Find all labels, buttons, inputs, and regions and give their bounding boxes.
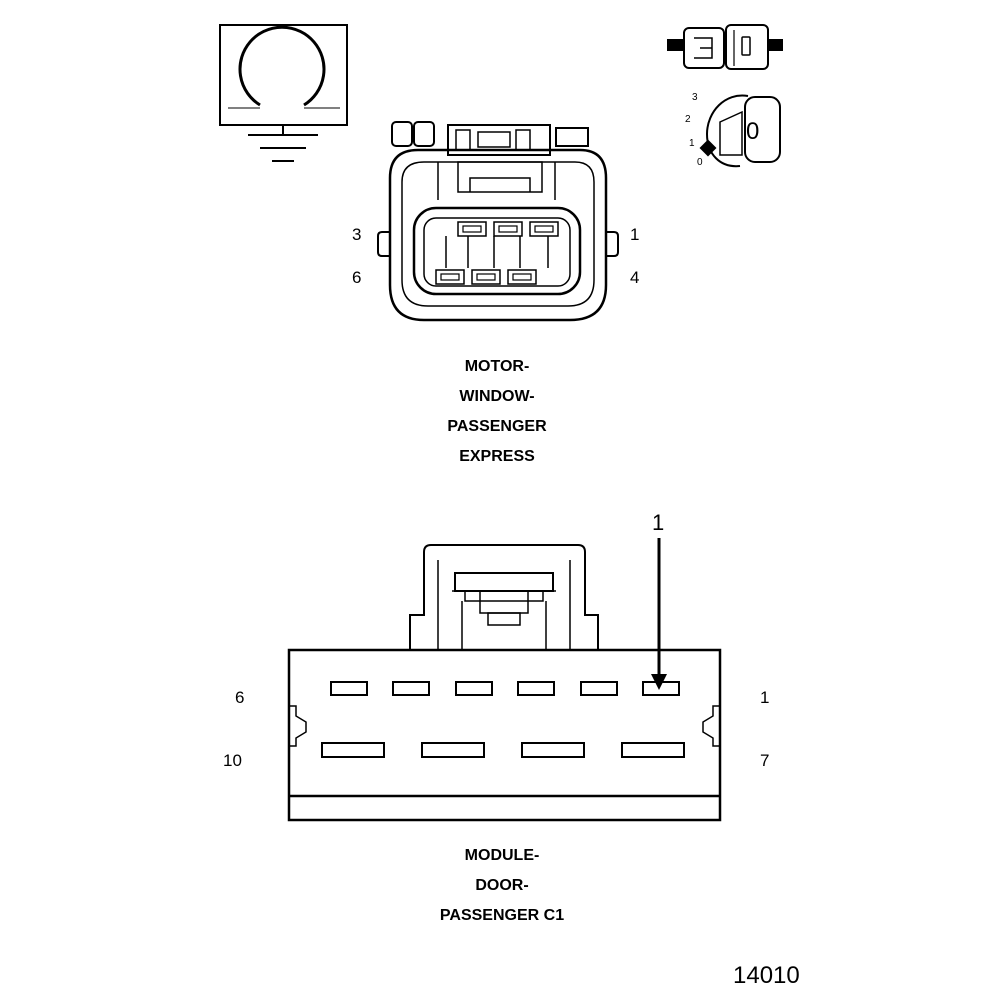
motor-window-connector	[377, 121, 619, 322]
connector-half-icon	[667, 24, 783, 70]
module-pin-label-1: 1	[760, 688, 770, 707]
title-line: DOOR-	[475, 877, 529, 894]
key-label: 0	[746, 118, 760, 145]
key-position-0: 0	[697, 157, 703, 168]
title-line: PASSENGER	[447, 418, 547, 435]
title-line: PASSENGER C1	[439, 907, 565, 924]
title-line: WINDOW-	[459, 388, 535, 405]
motor-pin-label-3: 3	[352, 225, 362, 244]
pin-1-callout-arrow	[651, 538, 667, 690]
pin-1-callout-label: 1	[652, 510, 665, 535]
key-switch-icon	[699, 94, 781, 168]
module-door-connector-title: MODULE- DOOR- PASSENGER C1	[402, 841, 602, 931]
title-line: EXPRESS	[459, 448, 535, 465]
key-position-3: 3	[692, 92, 698, 103]
motor-window-connector-title: MOTOR- WINDOW- PASSENGER EXPRESS	[397, 352, 597, 472]
title-line: MOTOR-	[464, 358, 530, 375]
key-position-2: 2	[685, 114, 691, 125]
key-position-1: 1	[689, 138, 695, 149]
module-pin-label-7: 7	[760, 751, 770, 770]
ground-face-icon	[219, 24, 348, 162]
figure-number: 14010	[733, 962, 800, 989]
module-pin-label-10: 10	[223, 751, 242, 770]
motor-pin-label-6: 6	[352, 268, 362, 287]
motor-pin-label-4: 4	[630, 268, 640, 287]
module-door-connector	[287, 544, 722, 822]
module-pin-label-6: 6	[235, 688, 245, 707]
title-line: MODULE-	[464, 847, 540, 864]
motor-pin-label-1: 1	[630, 225, 640, 244]
